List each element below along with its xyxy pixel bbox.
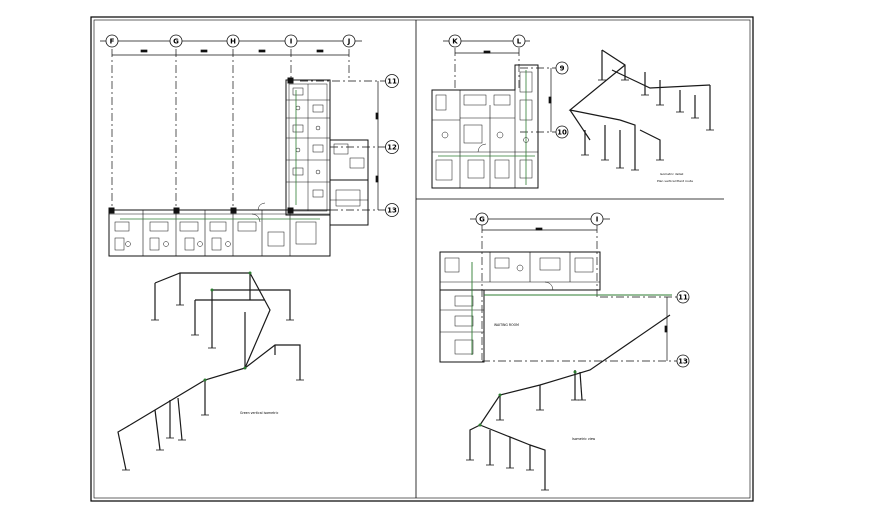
grid-label-9: 9 [560, 65, 565, 73]
floor-plan-left [108, 77, 369, 257]
left-panel: F G H I J 11 [100, 34, 399, 471]
grid-bubble-11b: 11 [676, 290, 690, 304]
grid-label-H: H [230, 38, 236, 46]
grid-bubble-H: H [226, 34, 240, 48]
grid-bubble-J: J [342, 34, 356, 48]
grid-bubble-G2: G [475, 212, 489, 226]
grid-bubble-10: 10 [555, 125, 569, 139]
iso-note-top-right-2: Plan vertical Plant route [657, 179, 693, 183]
grid-bubble-L: L [512, 34, 526, 48]
grid-axes-top-right [443, 40, 562, 133]
grid-bubble-G: G [169, 34, 183, 48]
grid-label-11: 11 [387, 78, 397, 86]
grid-label-J: J [347, 38, 351, 46]
grid-label-13: 13 [387, 207, 397, 215]
grid-label-11b: 11 [678, 294, 688, 302]
grid-bubble-12: 12 [385, 140, 399, 154]
grid-label-I: I [290, 38, 293, 46]
grid-bubble-13: 13 [385, 203, 399, 217]
isometric-fittings-left [203, 271, 252, 382]
isometric-piping-bottom-right [469, 314, 671, 490]
grid-axes-left-right [300, 80, 392, 211]
floor-plan-bottom-right [439, 251, 601, 363]
isometric-fittings-bottom-right [478, 370, 577, 427]
isometric-feet-left [122, 299, 304, 471]
iso-note-left: Green vertical isometric [240, 411, 279, 415]
plan-pipes-left [120, 90, 320, 220]
isometric-piping-top-right [568, 49, 711, 170]
isometric-piping-left [117, 272, 301, 471]
grid-bubble-I: I [284, 34, 298, 48]
grid-bubble-I2: I [590, 212, 604, 226]
isometric-feet-bottom-right [466, 399, 586, 491]
plan-pipes-bottom-right [471, 262, 672, 355]
grid-label-K: K [452, 38, 458, 46]
grid-bubble-9: 9 [555, 61, 569, 75]
grid-bubble-K: K [448, 34, 462, 48]
plan-pipes-top-right [438, 70, 535, 185]
top-right-panel: K L 9 10 [431, 34, 714, 189]
grid-label-L: L [517, 38, 522, 46]
grid-label-G: G [173, 38, 179, 46]
bottom-right-panel: G I 11 13 [439, 212, 690, 491]
sheet-border [90, 16, 754, 502]
grid-bubble-11: 11 [385, 74, 399, 88]
grid-label-13b: 13 [678, 358, 688, 366]
grid-bubble-13b: 13 [676, 354, 690, 368]
iso-note-bottom-right: Isometric view [572, 437, 596, 441]
room-label-waiting: WAITING ROOM [494, 323, 519, 327]
floor-plan-top-right [431, 64, 539, 189]
grid-label-F: F [110, 38, 115, 46]
grid-label-I2: I [596, 216, 599, 224]
grid-label-G2: G [479, 216, 485, 224]
grid-axes-left-top [100, 40, 362, 210]
grid-axes-bottom-right [470, 218, 683, 362]
grid-bubble-F: F [105, 34, 119, 48]
iso-note-top-right: Isometric detail [660, 172, 683, 176]
grid-label-10: 10 [557, 129, 567, 137]
isometric-feet-top-right [581, 79, 714, 171]
grid-label-12: 12 [387, 144, 397, 152]
